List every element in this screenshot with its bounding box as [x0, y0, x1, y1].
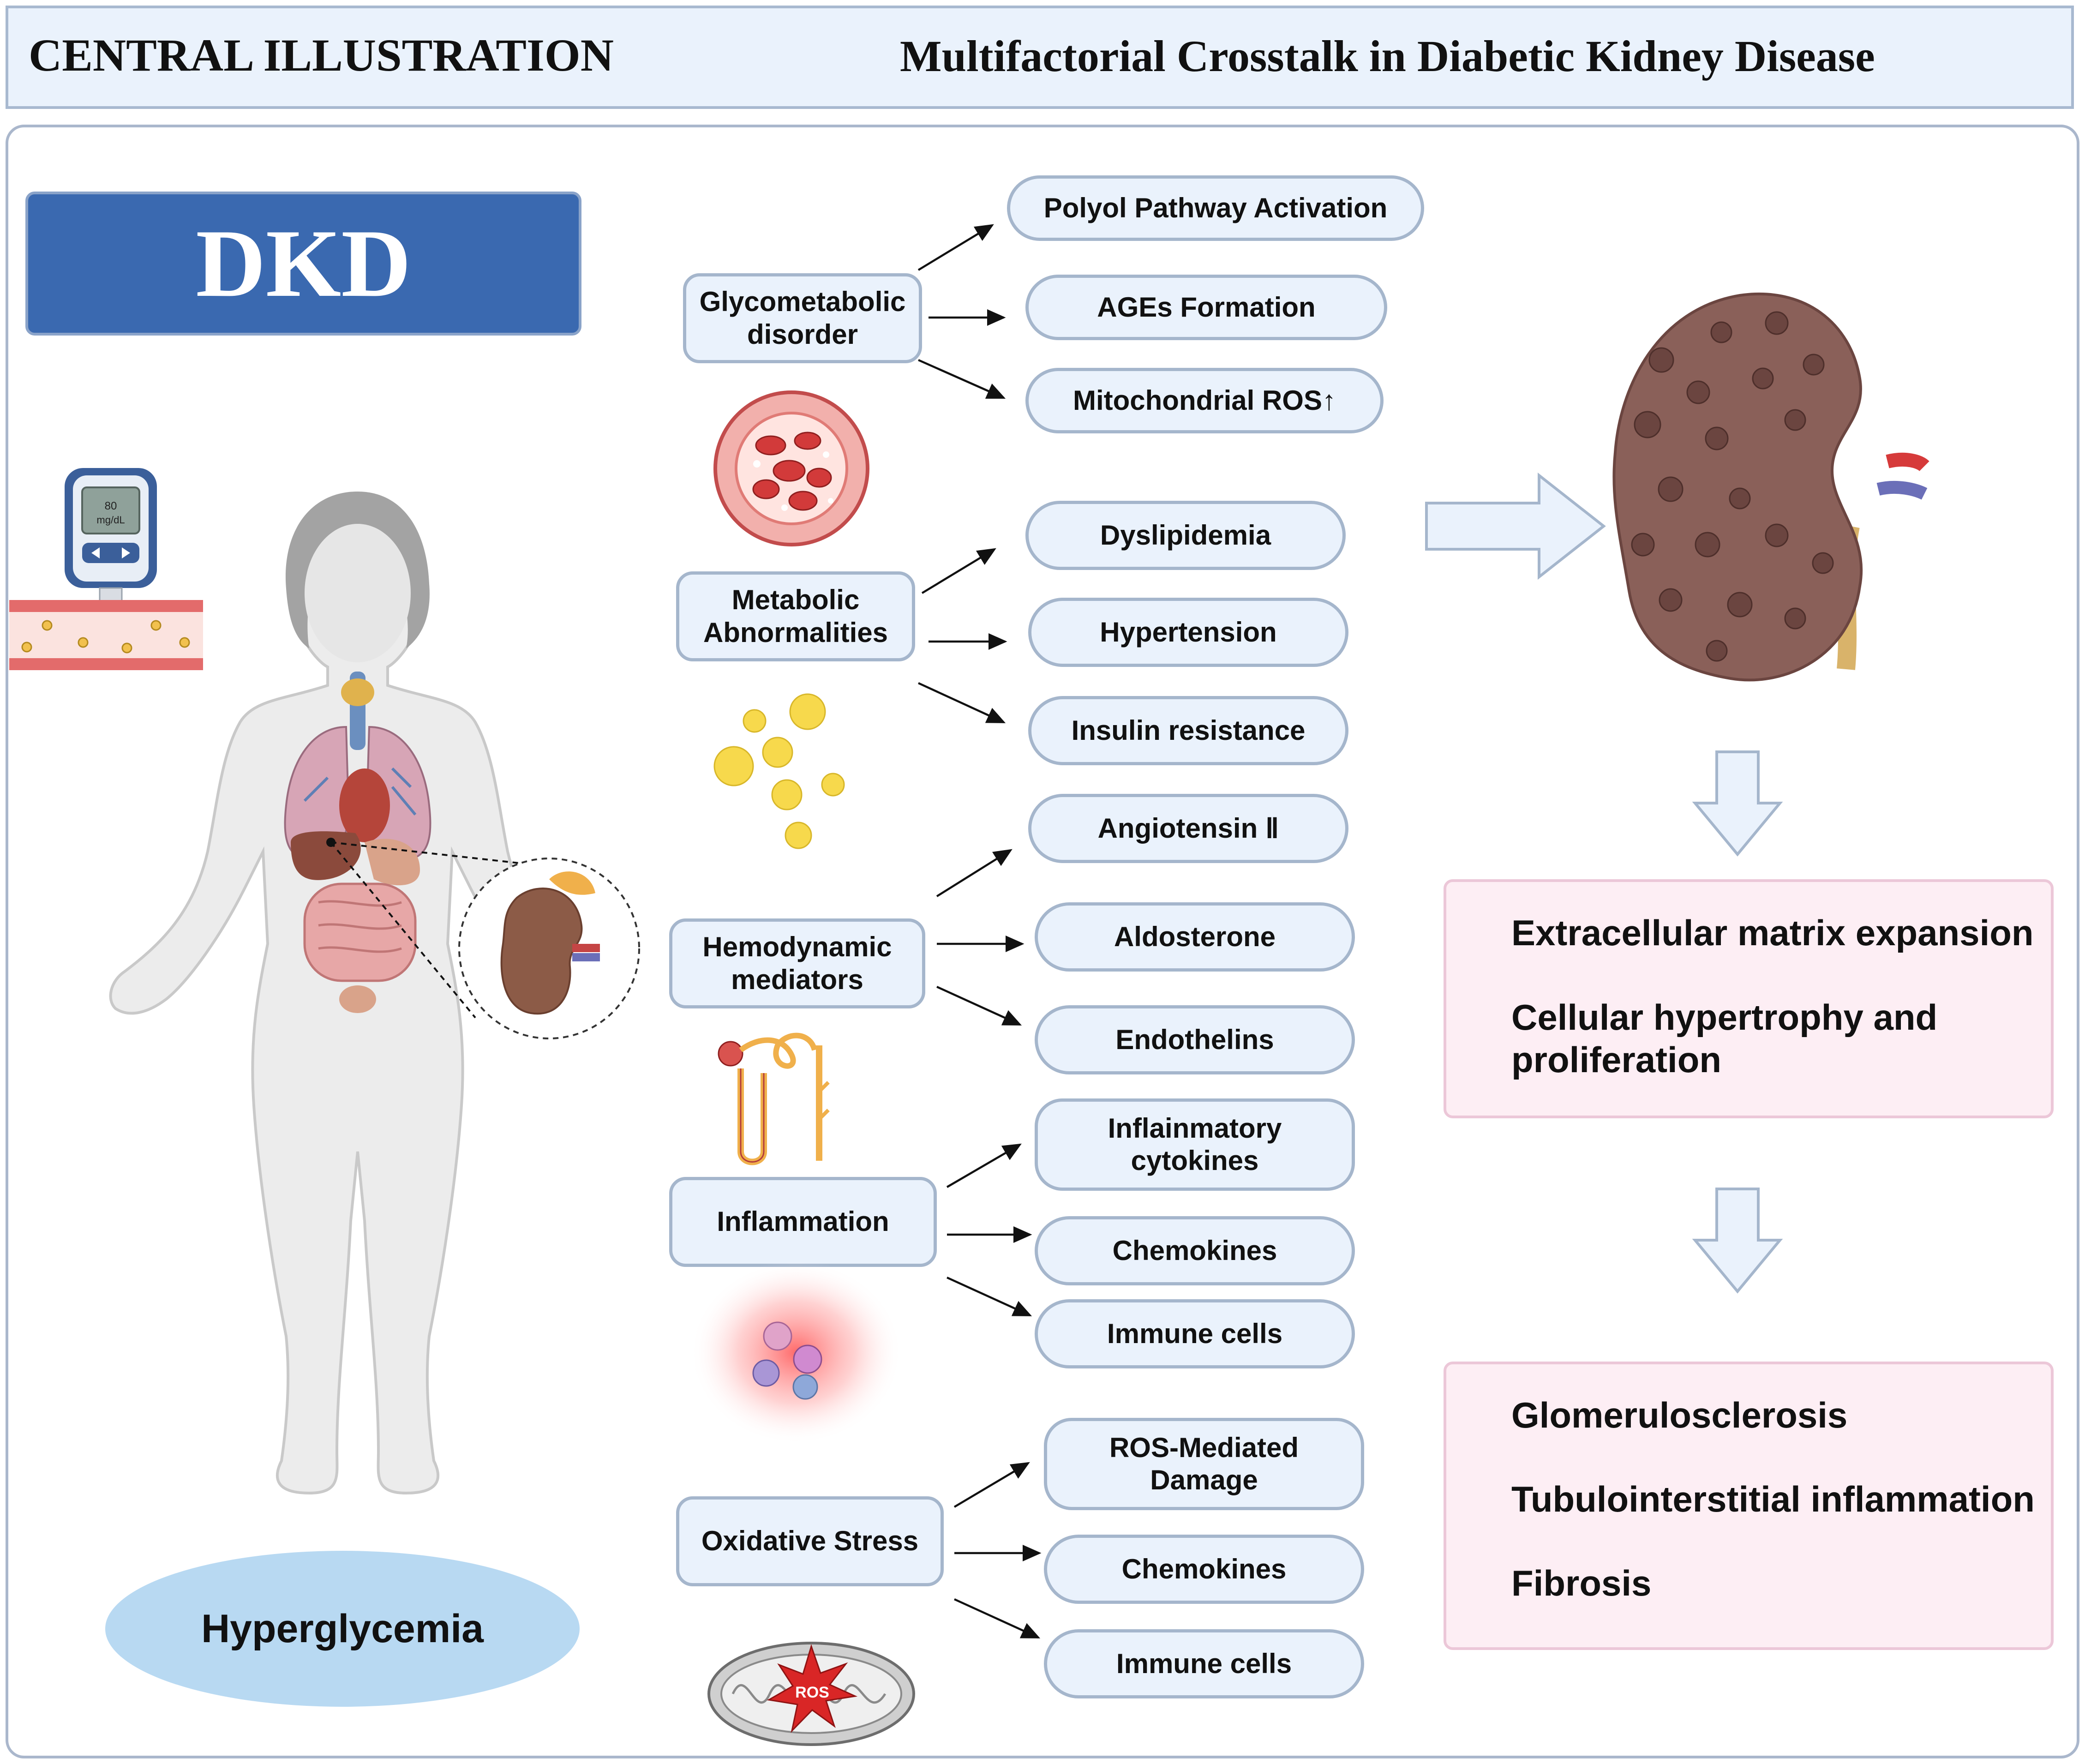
effect-chemokines-oxidative: Chemokines — [1044, 1535, 1364, 1604]
outcome-box-1 — [1444, 879, 2054, 1118]
figure-title: Multifactorial Crosstalk in Diabetic Kid… — [900, 31, 1875, 81]
lipid-droplets-icon — [713, 693, 845, 849]
outcome-cellular-hypertrophy: Cellular hypertrophy and — [1511, 997, 1938, 1038]
nephron-icon — [718, 1032, 830, 1165]
mitochondrion-ros-icon: ROS — [707, 1642, 915, 1746]
category-inflammation: Inflammation — [669, 1177, 937, 1267]
effect-endothelins: Endothelins — [1035, 1005, 1355, 1074]
down-arrow-icon-1 — [1692, 750, 1783, 857]
category-metabolic: Metabolic Abnormalities — [676, 571, 915, 661]
effect-dyslipidemia: Dyslipidemia — [1025, 501, 1346, 570]
effect-aldosterone: Aldosterone — [1035, 902, 1355, 972]
outcome-box-2 — [1444, 1362, 2054, 1650]
effect-insulin-resistance: Insulin resistance — [1028, 696, 1348, 765]
effect-ros-mediated-damage: ROS-Mediated Damage — [1044, 1418, 1364, 1510]
outcome-tubulointerstitial-inflammation: Tubulointerstitial inflammation — [1511, 1479, 2035, 1519]
outcome-ecm-expansion: Extracellular matrix expansion — [1511, 912, 2034, 953]
outcome-glomerulosclerosis: Glomerulosclerosis — [1511, 1395, 1848, 1435]
ros-label: ROS — [795, 1684, 829, 1701]
immune-cells-icon — [690, 1260, 902, 1445]
effect-angiotensin-ii: Angiotensin Ⅱ — [1028, 794, 1348, 863]
effect-immune-cells-inflammation: Immune cells — [1035, 1299, 1355, 1368]
glucometer-reading: 80 — [105, 500, 117, 512]
central-illustration-label: CENTRAL ILLUSTRATION — [29, 30, 614, 81]
down-arrow-icon-2 — [1692, 1188, 1783, 1294]
effect-ages-formation: AGEs Formation — [1025, 275, 1387, 340]
effect-immune-cells-oxidative: Immune cells — [1044, 1629, 1364, 1698]
hyperglycemia-oval: Hyperglycemia — [105, 1551, 580, 1707]
human-body-illustration — [109, 492, 640, 1495]
dkd-banner: DKD — [25, 192, 581, 336]
effect-hypertension: Hypertension — [1028, 598, 1348, 667]
category-oxidative-stress: Oxidative Stress — [676, 1496, 944, 1586]
category-glycometabolic: Glycometabolic disorder — [683, 273, 922, 363]
right-arrow-icon — [1425, 472, 1606, 580]
outcome-proliferation: proliferation — [1511, 1039, 1722, 1080]
category-hemodynamic: Hemodynamic mediators — [669, 918, 925, 1008]
header-bar — [6, 6, 2074, 109]
effect-chemokines-inflammation: Chemokines — [1035, 1216, 1355, 1285]
effect-polyol-pathway: Polyol Pathway Activation — [1007, 175, 1424, 241]
glucometer-unit: mg/dL — [96, 514, 125, 526]
glucometer-icon: 80 mg/dL — [9, 468, 203, 670]
diseased-kidney-illustration — [1612, 292, 1929, 682]
outcome-fibrosis: Fibrosis — [1511, 1563, 1652, 1603]
blood-vessel-cross-section-icon — [713, 390, 869, 546]
effect-inflammatory-cytokines: Inflainmatory cytokines — [1035, 1098, 1355, 1191]
effect-mitochondrial-ros: Mitochondrial ROS↑ — [1025, 368, 1384, 433]
